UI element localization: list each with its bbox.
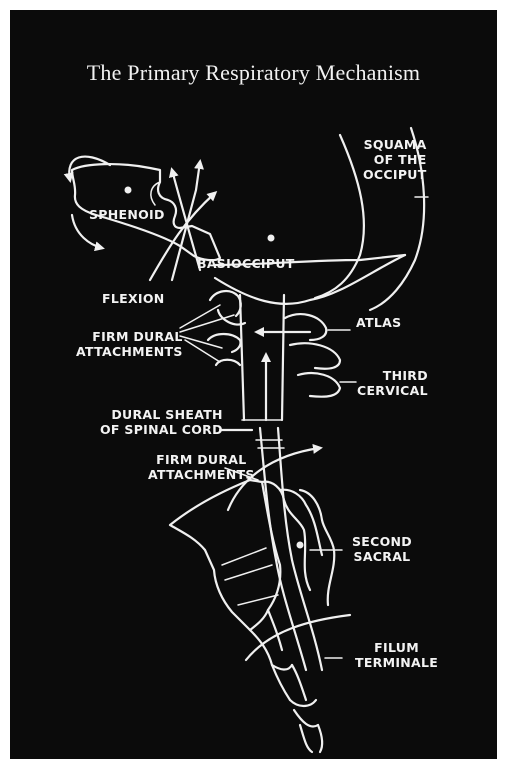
basiocciput-center-dot xyxy=(268,235,275,242)
label-filum-terminale: FILUM TERMINALE xyxy=(355,640,438,670)
sacrum-and-coccyx xyxy=(170,448,350,752)
label-third-cervical: THIRD CERVICAL xyxy=(357,368,428,398)
label-sphenoid: SPHENOID xyxy=(89,207,165,222)
label-basiocciput: BASIOCCIPUT xyxy=(197,256,295,271)
label-firm-dural-attachments-lower: FIRM DURAL ATTACHMENTS xyxy=(148,452,255,482)
label-second-sacral: SECOND SACRAL xyxy=(352,534,412,564)
sphenoid-center-dot xyxy=(125,187,132,194)
label-squama-of-the-occiput: SQUAMA OF THE OCCIPUT xyxy=(363,137,427,182)
label-firm-dural-attachments-upper: FIRM DURAL ATTACHMENTS xyxy=(76,329,183,359)
diagram-panel: The Primary Respiratory Mechanism xyxy=(10,10,497,759)
label-dural-sheath: DURAL SHEATH OF SPINAL CORD xyxy=(100,407,223,437)
cervical-spine xyxy=(208,291,340,420)
label-flexion: FLEXION xyxy=(102,291,165,306)
label-atlas: ATLAS xyxy=(356,315,401,330)
second-sacral-dot xyxy=(297,542,304,549)
